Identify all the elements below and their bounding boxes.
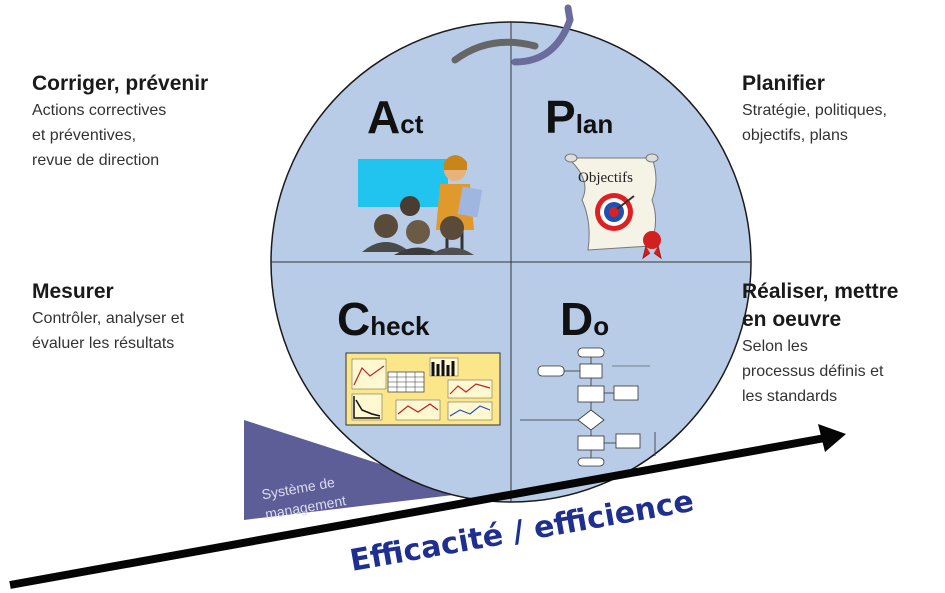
check-body: Contrôler, analyser et évaluer les résul… [32,306,184,356]
plan-body: Stratégie, politiques, objectifs, plans [742,98,887,148]
act-description: Corriger, prévenir Actions correctives e… [32,70,208,173]
plan-heading: Planifier [742,72,825,95]
presenter-clipart-icon [358,155,483,255]
plan-line: Stratégie, politiques, [742,102,887,119]
act-title: Act [367,91,424,143]
management-wedge [244,420,470,520]
check-line: évaluer les résultats [32,335,175,352]
plan-description: Planifier Stratégie, politiques, objecti… [742,70,887,148]
plan-title: Plan [545,91,613,143]
efficiency-arrow [9,434,826,589]
stopper-arc-grey [451,38,539,64]
stopper-arc-blue [511,4,574,66]
do-line: les standards [742,388,838,405]
arrow-head [818,424,846,452]
do-heading-line: Réaliser, mettre [742,280,899,303]
flowchart-icon [520,347,656,467]
check-description: Mesurer Contrôler, analyser et évaluer l… [32,278,184,356]
do-description: Réaliser, mettre en oeuvre Selon les pro… [742,278,942,409]
do-title: Do [560,293,609,345]
do-line: processus définis et [742,363,884,380]
act-line: et préventives, [32,127,137,144]
act-body: Actions correctives et préventives, revu… [32,98,208,173]
do-body: Selon les processus définis et les stand… [742,334,942,409]
scroll-label: Objectifs [578,170,633,186]
do-heading: Réaliser, mettre en oeuvre [742,278,942,334]
act-heading: Corriger, prévenir [32,72,209,95]
act-line: Actions correctives [32,102,167,119]
do-line: Selon les [742,338,808,355]
check-line: Contrôler, analyser et [32,310,185,327]
charts-panel-icon [345,352,501,426]
target-scroll-icon: Objectifs [564,153,662,260]
do-heading-line: en oeuvre [742,308,842,331]
check-title: Check [337,293,430,345]
plan-line: objectifs, plans [742,127,848,144]
act-line: revue de direction [32,152,160,169]
check-heading: Mesurer [32,280,114,303]
